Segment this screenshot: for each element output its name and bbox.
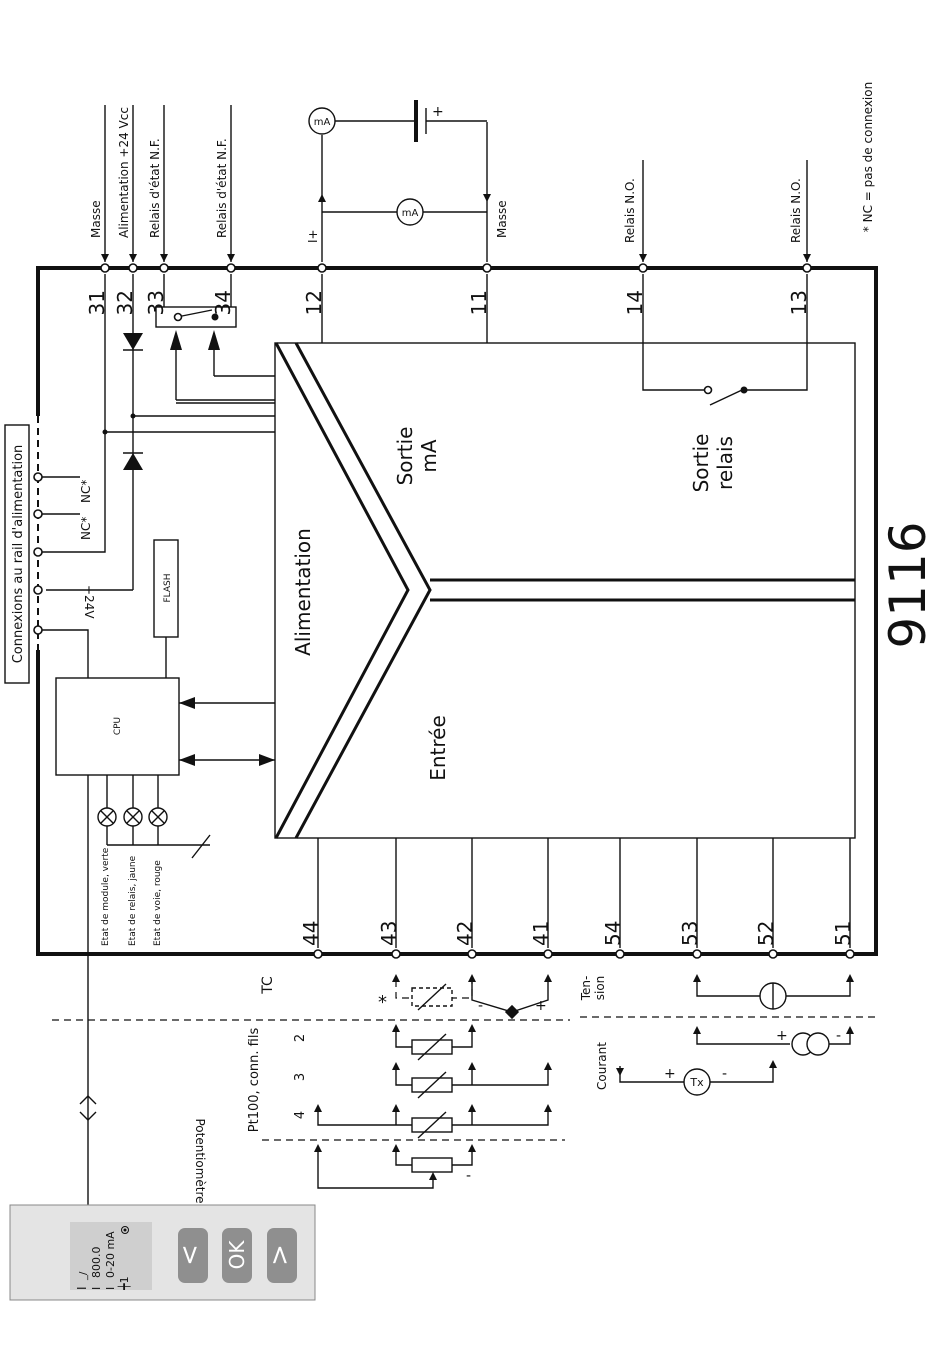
courant-label: Courant (595, 1042, 609, 1090)
terminal-label: Masse (89, 200, 103, 238)
svg-text:+: + (535, 998, 547, 1014)
terminal-number: 43 (377, 921, 401, 946)
tension-input (693, 974, 854, 1010)
rail-connections: NC* NC* +24V Connexions au rail d'alimen… (4, 416, 106, 684)
nc-note: * NC = pas de connexion (861, 82, 875, 232)
ma-output-loop: mA mA + (308, 100, 487, 226)
terminal-number: 53 (678, 921, 702, 946)
svg-text:-: - (466, 1168, 471, 1184)
meter-label-2: mA (314, 117, 331, 128)
wire-count-4: 4 (293, 1111, 308, 1119)
tc-label: TC (260, 976, 276, 995)
model-number: 9116 (879, 521, 937, 648)
svg-text:+: + (664, 1066, 676, 1082)
terminal-number: 52 (754, 921, 778, 946)
rail-nc-label-1: NC* (79, 480, 93, 503)
lcd-text: I _/ I 800.0 I 0-20 mA ┿1 (75, 1226, 131, 1291)
led-label-voie: Etat de voie, rouge (153, 860, 163, 946)
display-link (79, 775, 97, 1205)
right-button-label: > (265, 1244, 295, 1266)
top-terminal-11: 11 Masse (467, 122, 509, 315)
rail-title: Connexions au rail d'alimentation (11, 445, 26, 664)
svg-text:I: I (104, 1287, 117, 1290)
sortie-relais-label-1: Sortie (689, 434, 713, 493)
svg-text:I: I (75, 1286, 89, 1290)
svg-text:_/: _/ (78, 1271, 89, 1281)
top-terminal-33: 33 Relais d'état N.F. (144, 105, 169, 315)
flash-label: FLASH (163, 573, 173, 602)
wire-count-2: 2 (293, 1034, 308, 1042)
cpu-block: CPU (55, 677, 275, 776)
lcd-range: 0-20 mA (104, 1231, 117, 1278)
status-leds: Etat de module, verte Etat de relais, ja… (97, 775, 211, 946)
pt100-label: Pt100, conn. fils (247, 1028, 262, 1133)
sortie-ma-label-1: Sortie (393, 427, 417, 486)
function-block (274, 342, 856, 839)
svg-text:-: - (836, 1028, 841, 1044)
output-relay (321, 274, 808, 406)
led-icon (148, 807, 168, 827)
tension-label-1: Ten- (579, 976, 593, 1002)
svg-text:+: + (776, 1028, 788, 1044)
terminal-label: I+ (306, 229, 320, 243)
cpu-label: CPU (113, 717, 123, 735)
pt100-4-wire (314, 1104, 552, 1139)
alimentation-label: Alimentation (291, 528, 315, 656)
courant-input: + - Tx + - (616, 1026, 854, 1096)
terminal-label: Relais d'état N.F. (148, 138, 162, 238)
led-icon (97, 807, 117, 827)
led-label-relais: Etat de relais, jaune (128, 855, 138, 946)
left-button-label: < (175, 1244, 205, 1266)
terminal-number: 54 (601, 921, 625, 946)
tx-label: Tx (689, 1076, 704, 1089)
sortie-relais-label-2: relais (713, 436, 737, 490)
sortie-ma-label-2: mA (417, 439, 441, 472)
led-label-module: Etat de module, verte (101, 847, 111, 946)
terminal-number: 44 (299, 921, 323, 946)
bottom-terminals: 44 43 42 41 54 53 52 51 (299, 838, 855, 959)
rail-24v-label: +24V (82, 585, 96, 619)
svg-text:┿1: ┿1 (117, 1276, 131, 1291)
terminal-number: 41 (529, 921, 553, 946)
front-panel: I _/ I 800.0 I 0-20 mA ┿1 < OK > (9, 1204, 316, 1301)
entree-label: Entrée (426, 715, 450, 781)
terminal-number: 42 (453, 921, 477, 946)
status-relay (155, 274, 275, 404)
rail-title-box (4, 424, 30, 684)
terminal-label: Relais d'état N.F. (215, 138, 229, 238)
potentiometer-input: - (314, 1144, 476, 1189)
left-button[interactable]: < (175, 1228, 208, 1283)
wire-count-3: 3 (293, 1073, 308, 1081)
svg-text:I: I (90, 1287, 103, 1290)
supply-diodes (46, 274, 275, 591)
ok-button-label: OK (225, 1240, 249, 1270)
led-icon (123, 807, 143, 827)
chevron-divider (274, 342, 855, 839)
pt100-2-wire (392, 1024, 476, 1061)
right-button[interactable]: > (265, 1228, 297, 1283)
diode-icon (123, 453, 143, 470)
terminal-label: Relais N.O. (623, 178, 637, 243)
pt100-3-wire (392, 1062, 552, 1099)
tension-label-2: sion (593, 976, 607, 1001)
rail-nc-label-2: NC* (79, 517, 93, 540)
terminal-label: Relais N.O. (789, 178, 803, 243)
svg-text:-: - (722, 1066, 727, 1082)
tc-input: * - + (378, 974, 552, 1020)
lcd-screen (70, 1222, 152, 1290)
diode-icon (123, 333, 143, 350)
svg-text:+: + (432, 104, 444, 120)
terminal-number: 51 (831, 921, 855, 946)
potentiometre-label: Potentiomètre (193, 1118, 207, 1203)
terminal-label: Alimentation +24 Vcc (117, 107, 131, 238)
lcd-value: 800.0 (90, 1247, 103, 1279)
svg-text:-: - (478, 998, 483, 1014)
ok-button[interactable]: OK (222, 1228, 252, 1283)
meter-label: mA (402, 208, 419, 219)
flash-block: FLASH (153, 539, 179, 678)
svg-text:*: * (378, 992, 387, 1013)
terminal-label: Masse (495, 200, 509, 238)
